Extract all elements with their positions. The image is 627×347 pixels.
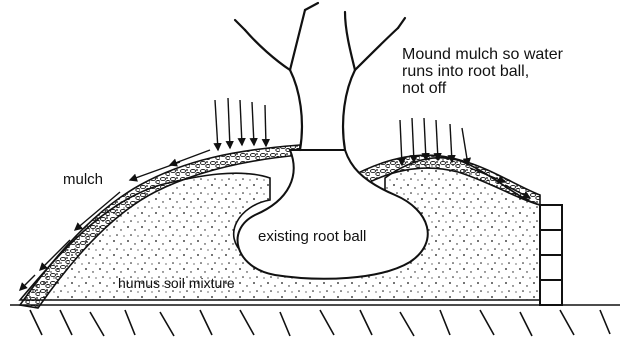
water-note-line: runs into root ball, [402, 64, 617, 81]
water-note-line: not off [402, 81, 617, 98]
tree [235, 3, 405, 150]
root-ball-label: existing root ball [258, 229, 366, 245]
soil-label: humus soil mixture [118, 276, 235, 291]
retaining-wall [540, 205, 562, 305]
water-note-line: Mound mulch so water [402, 47, 617, 64]
water-note-label: Mound mulch so water runs into root ball… [402, 47, 617, 97]
mulch-label: mulch [63, 172, 103, 188]
ground [10, 305, 620, 336]
